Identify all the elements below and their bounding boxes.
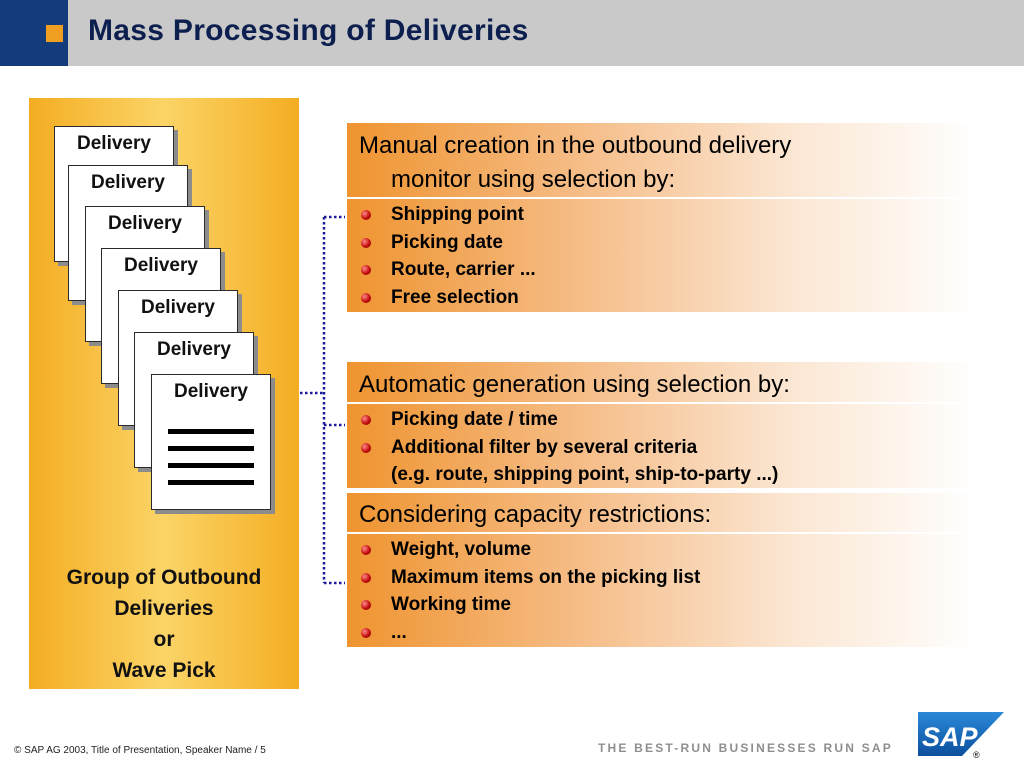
registered-mark: ®: [973, 750, 980, 760]
box-heading: Automatic generation using selection by:: [347, 362, 977, 404]
delivery-document-label: Delivery: [91, 172, 165, 193]
list-item: Weight, volume: [347, 536, 977, 564]
criteria-list: Picking date / time Additional filter by…: [347, 404, 977, 461]
bullet-icon: [361, 292, 371, 303]
delivery-document-label: Delivery: [108, 213, 182, 234]
list-item: Shipping point: [347, 201, 977, 229]
delivery-document-label: Delivery: [174, 381, 248, 402]
list-item: Free selection: [347, 284, 977, 312]
list-item: Maximum items on the picking list: [347, 564, 977, 592]
group-caption-line: Group of Outbound: [66, 566, 262, 589]
bullet-icon: [361, 237, 371, 248]
bullet-icon: [361, 442, 371, 453]
group-caption-line: or: [153, 628, 175, 651]
list-item: Working time: [347, 591, 977, 619]
bullet-icon: [361, 210, 371, 220]
delivery-document-label: Delivery: [124, 255, 198, 276]
sap-logo: SAP ®: [918, 712, 1004, 760]
automatic-generation-box: Automatic generation using selection by:…: [347, 362, 977, 488]
group-caption-line: Wave Pick: [112, 659, 216, 682]
box-heading: Considering capacity restrictions:: [347, 493, 977, 534]
delivery-document-label: Delivery: [141, 297, 215, 318]
box-heading-line: Manual creation in the outbound delivery: [359, 132, 792, 159]
delivery-document-label: Delivery: [157, 339, 231, 360]
bullet-icon: [361, 600, 371, 610]
group-caption-line: Deliveries: [114, 597, 214, 620]
list-item: ...: [347, 619, 977, 647]
box-heading-line: Automatic generation using selection by:: [359, 371, 790, 398]
bullet-icon: [361, 265, 371, 275]
bullet-icon: [361, 545, 371, 555]
group-caption: Group of Outbound Deliveries or Wave Pic…: [29, 562, 299, 686]
delivery-document-7: Delivery: [151, 374, 271, 510]
bullet-icon: [361, 415, 371, 425]
box-heading-line: monitor using selection by:: [391, 166, 676, 193]
document-text-lines-icon: [168, 429, 254, 497]
header-band: Mass Processing of Deliveries: [0, 0, 1024, 66]
bullet-icon: [361, 627, 371, 638]
criteria-example-text: (e.g. route, shipping point, ship-to-par…: [391, 464, 779, 485]
criteria-list: Weight, volume Maximum items on the pick…: [347, 534, 977, 646]
list-item: Additional filter by several criteria: [347, 434, 977, 462]
copyright-footer: © SAP AG 2003, Title of Presentation, Sp…: [14, 745, 266, 756]
list-item: Picking date: [347, 229, 977, 257]
capacity-restrictions-box: Considering capacity restrictions: Weigh…: [347, 493, 977, 647]
bullet-icon: [361, 572, 371, 583]
delivery-document-label: Delivery: [77, 133, 151, 154]
sap-tagline: THE BEST-RUN BUSINESSES RUN SAP: [598, 741, 893, 755]
manual-creation-box: Manual creation in the outbound delivery…: [347, 123, 977, 312]
header-square-icon: [46, 25, 63, 42]
sap-logo-text: SAP: [922, 722, 979, 752]
box-heading-line: Considering capacity restrictions:: [359, 501, 712, 528]
criteria-list: Shipping point Picking date Route, carri…: [347, 199, 977, 311]
page-title: Mass Processing of Deliveries: [88, 14, 529, 47]
list-item: Route, carrier ...: [347, 256, 977, 284]
list-item: Picking date / time: [347, 406, 977, 434]
box-heading: Manual creation in the outbound delivery…: [347, 123, 977, 199]
